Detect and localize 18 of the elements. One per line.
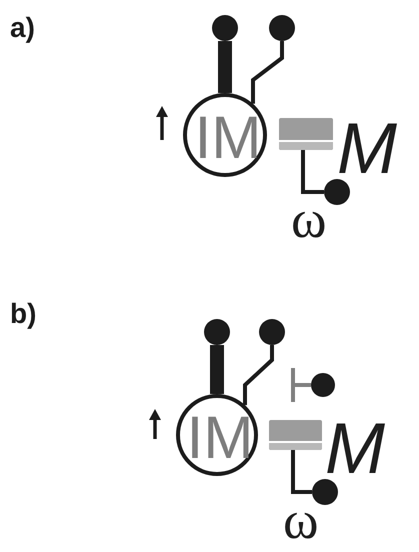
wire (251, 41, 284, 104)
wire (301, 150, 324, 194)
stub-bar (291, 368, 295, 402)
port-bar (279, 118, 333, 150)
wire (243, 345, 274, 406)
wire (210, 345, 224, 394)
variable-label: ω (291, 199, 327, 240)
motor-label: IM (186, 408, 254, 468)
variable-label: M (337, 121, 398, 179)
variable-label: M (325, 421, 386, 479)
variable-label: ω (283, 500, 319, 540)
panel-label: a) (10, 13, 35, 44)
wire (291, 450, 312, 494)
wire (295, 383, 311, 387)
wire (218, 41, 232, 93)
panel-label: b) (10, 299, 36, 330)
port-bar (269, 420, 322, 450)
motor-label: IM (194, 108, 262, 168)
